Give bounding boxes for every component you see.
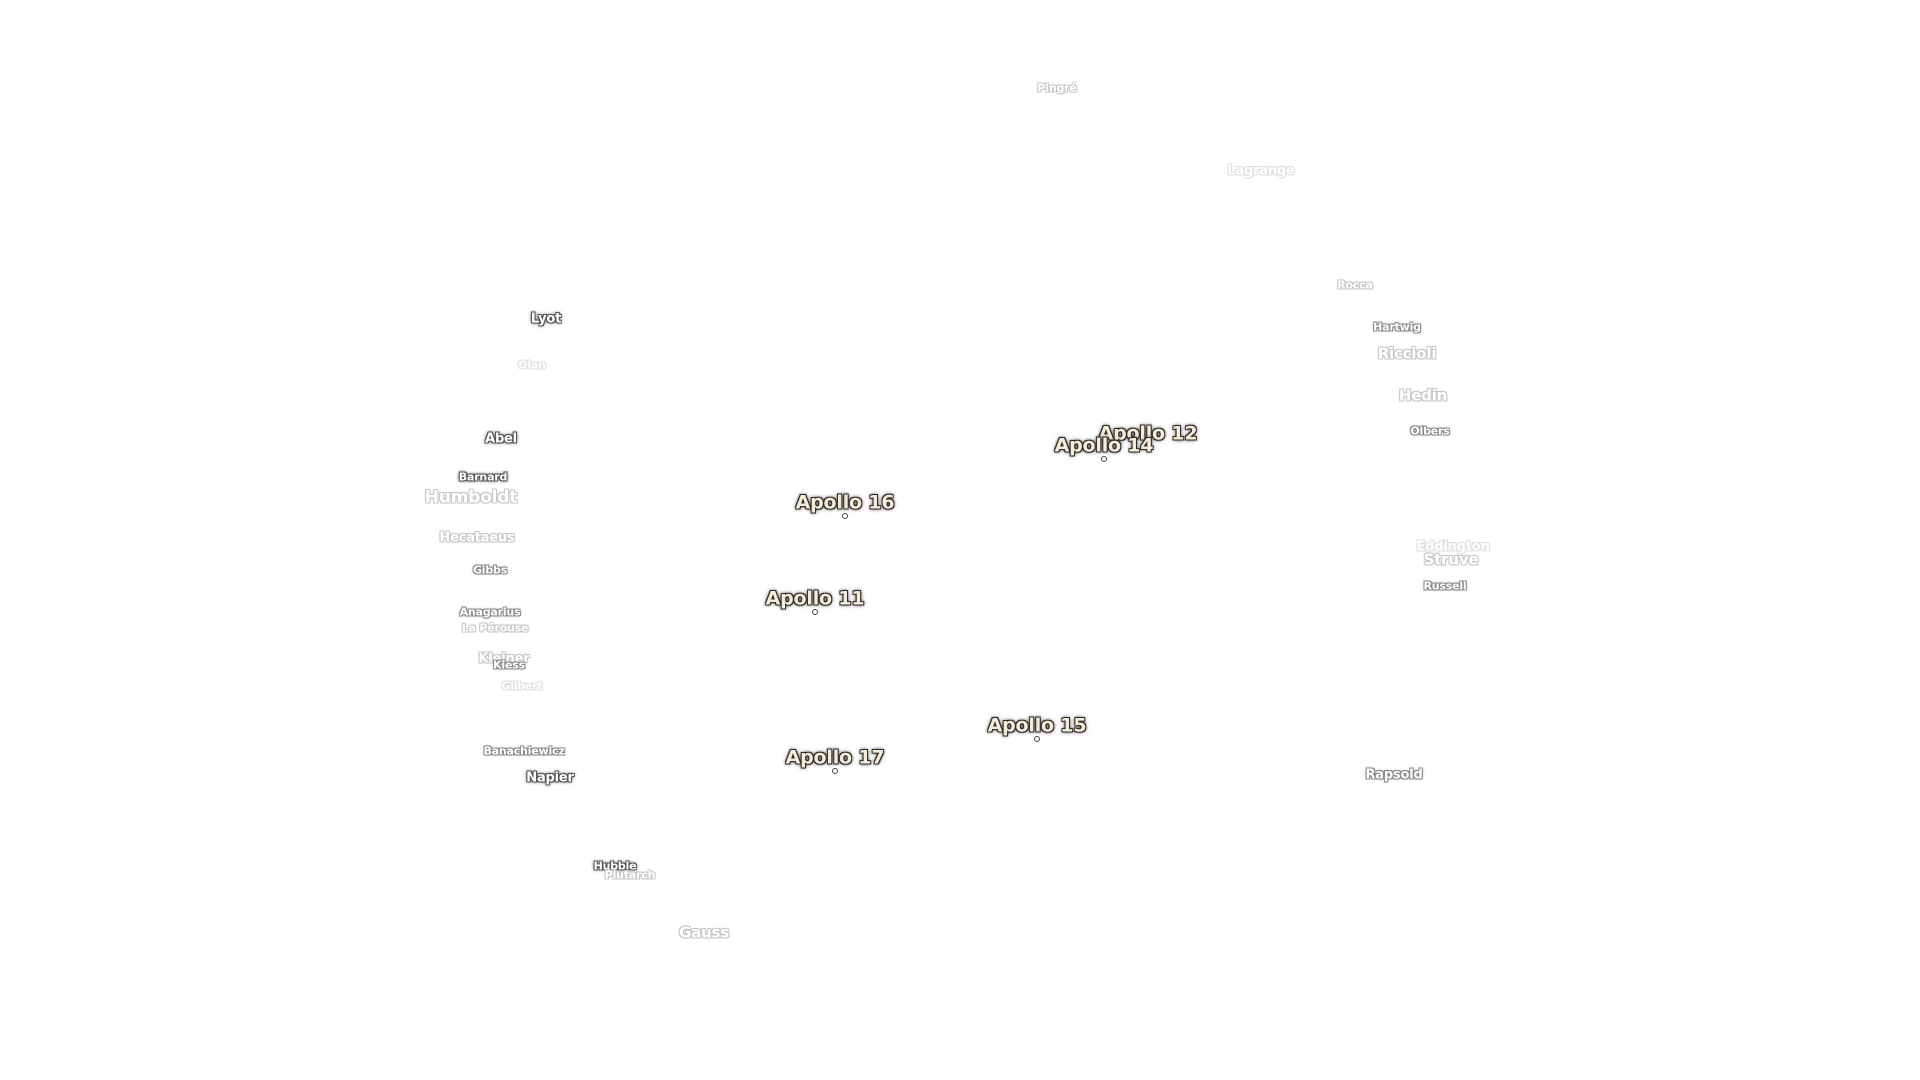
crater-label-russell: Russell <box>1423 579 1467 593</box>
crater-label-hartwig: Hartwig <box>1373 320 1421 334</box>
crater-label-struve: Struve <box>1423 550 1479 569</box>
apollo-12-site-marker[interactable] <box>1145 444 1151 450</box>
crater-label-napier: Napier <box>526 770 574 786</box>
crater-label-lagrange: Lagrange <box>1227 163 1295 179</box>
crater-label-gibbs: Gibbs <box>472 563 508 577</box>
crater-label-pingre: Pingré <box>1037 81 1077 95</box>
crater-label-anagarius: Anagarius <box>459 605 521 619</box>
crater-label-hedin: Hedin <box>1398 386 1448 405</box>
crater-label-plutarch: Plutarch <box>604 868 656 882</box>
apollo-14-label[interactable]: Apollo 14 <box>1054 434 1154 457</box>
crater-label-lyot: Lyot <box>530 311 562 327</box>
crater-label-kleiner: Kleiner <box>478 651 530 667</box>
crater-label-abel: Abel <box>485 431 517 447</box>
crater-label-hecataeus: Hecataeus <box>439 530 515 546</box>
apollo-16-label[interactable]: Apollo 16 <box>795 491 895 514</box>
crater-label-la-perouse: La Pérouse <box>461 621 529 635</box>
crater-label-olbers: Olbers <box>1410 424 1450 438</box>
crater-label-kiess: Kiess <box>493 658 525 672</box>
apollo-15-site-marker[interactable] <box>1034 736 1040 742</box>
apollo-17-label[interactable]: Apollo 17 <box>785 746 885 769</box>
crater-label-barnard: Barnard <box>458 470 508 484</box>
crater-label-eddington: Eddington <box>1416 539 1490 555</box>
apollo-11-label[interactable]: Apollo 11 <box>765 587 865 610</box>
crater-label-gauss: Gauss <box>679 923 729 942</box>
crater-label-rapsold: Rapsold <box>1365 767 1423 783</box>
apollo-15-label[interactable]: Apollo 15 <box>987 714 1087 737</box>
crater-label-riccioli: Riccioli <box>1377 344 1437 363</box>
crater-label-banachiewicz: Banachiewicz <box>483 744 565 758</box>
crater-label-rocca: Rocca <box>1337 278 1373 292</box>
crater-label-hubble: Hubble <box>593 859 637 873</box>
apollo-11-site-marker[interactable] <box>812 609 818 615</box>
apollo-12-label[interactable]: Apollo 12 <box>1098 422 1198 445</box>
crater-label-humboldt: Humboldt <box>424 487 518 508</box>
crater-label-olan: Olan <box>518 358 546 372</box>
crater-label-gilbert: Gilbert <box>501 679 543 693</box>
apollo-16-site-marker[interactable] <box>842 513 848 519</box>
apollo-17-site-marker[interactable] <box>832 768 838 774</box>
apollo-14-site-marker[interactable] <box>1101 456 1107 462</box>
